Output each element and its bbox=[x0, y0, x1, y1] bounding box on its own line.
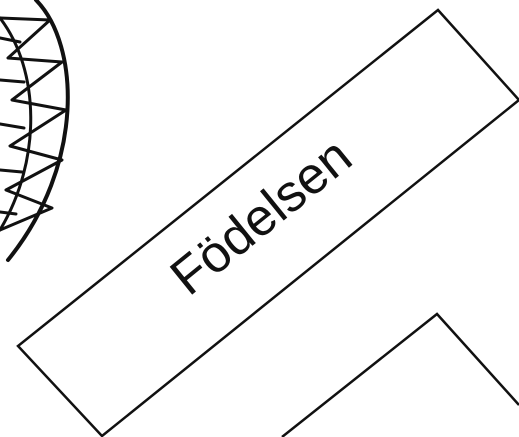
ornament-zigzag-band bbox=[0, 18, 66, 230]
secondary-box bbox=[282, 314, 519, 437]
circular-ornament bbox=[0, 0, 68, 260]
ornament-outer-arc bbox=[8, 0, 68, 260]
